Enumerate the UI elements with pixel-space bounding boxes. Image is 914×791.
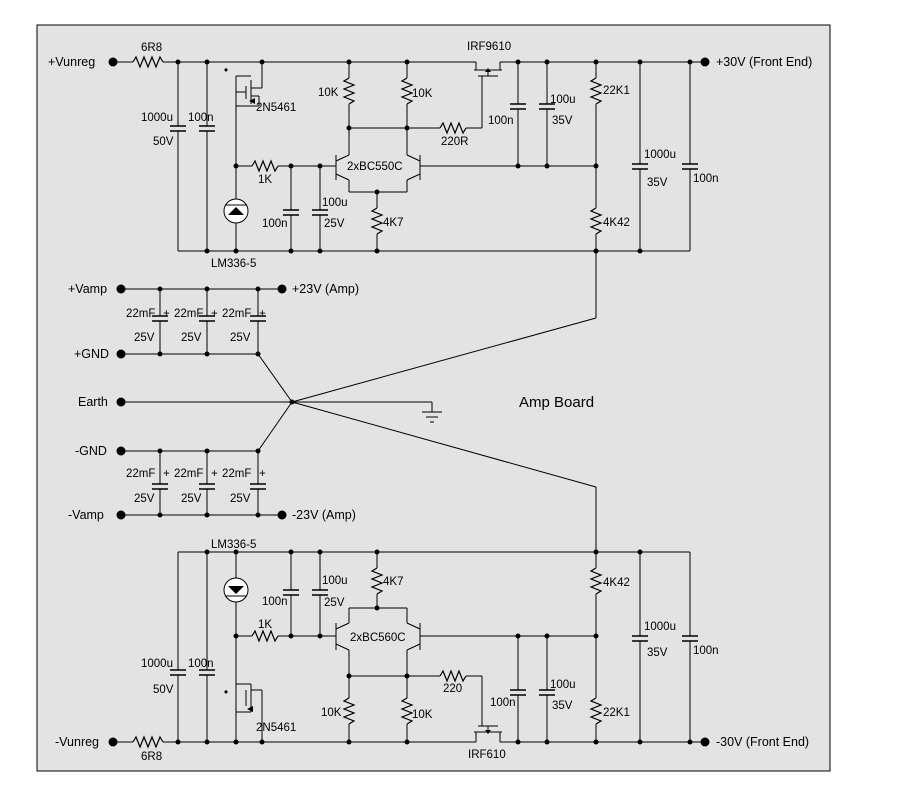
label-b-c-out-voltage: 35V (552, 700, 573, 712)
amp-cap-neg-2-voltage: 25V (181, 493, 202, 505)
label-c-out-voltage: 35V (552, 115, 573, 127)
label-b-c-big-voltage: 35V (647, 647, 668, 659)
terminal-gnd-neg (116, 446, 126, 456)
amp-cap-neg-1-value: 22mF (126, 468, 155, 480)
label-amp-pos: +23V (Amp) (292, 282, 359, 296)
label-b-r-tail: 4K7 (383, 576, 403, 588)
terminal-vunreg-pos (108, 57, 118, 67)
label-b-jfet-dot: • (224, 687, 228, 699)
amp-cap-neg-3-voltage: 25V (230, 493, 251, 505)
label-r-load-left: 10K (318, 87, 339, 99)
terminal-earth (116, 397, 126, 407)
label-r-fb-bottom: 4K42 (603, 217, 630, 229)
label-pair: 2xBC550C (347, 161, 403, 173)
top-regulator: +Vunreg +30V (Front End) 6R8 1000u 50V 1… (48, 41, 812, 318)
label-b-c-ref-value: 100u (322, 575, 348, 587)
label-b-r-fb-bottom: 22K1 (603, 707, 630, 719)
terminal-front-end-pos (700, 57, 710, 67)
amp-cap-neg-1-voltage: 25V (134, 493, 155, 505)
label-jfet-dot: • (224, 65, 228, 77)
amp-cap-neg-2-value: 22mF (174, 468, 203, 480)
label-b-r-load-left: 10K (321, 707, 342, 719)
amp-cap-neg-1-plus: + (163, 468, 170, 480)
label-c-bulk-voltage: 50V (153, 136, 174, 148)
label-c-ref-value: 100u (322, 197, 348, 209)
label-b-c-bulk-bypass: 100n (188, 658, 214, 670)
label-b-r-ref: 1K (258, 619, 272, 631)
amp-cap-pos-3-value: 22mF (222, 308, 251, 320)
amp-cap-pos-1-plus: + (163, 308, 170, 320)
amp-cap-pos-2-voltage: 25V (181, 332, 202, 344)
terminal-amp-pos (277, 284, 287, 294)
amp-cap-pos-1-voltage: 25V (134, 332, 155, 344)
label-b-jfet: 2N5461 (256, 722, 296, 734)
label-gnd-pos: +GND (74, 347, 109, 361)
label-b-r-load-right: 10K (412, 709, 433, 721)
terminal-gnd-pos (116, 349, 126, 359)
label-earth: Earth (78, 395, 108, 409)
label-b-c-ref-voltage: 25V (324, 597, 345, 609)
label-c-big-voltage: 35V (647, 177, 668, 189)
label-c-bulk-value: 1000u (141, 112, 173, 124)
label-b-c-out-value: 100u (550, 679, 576, 691)
label-c-out-value: 100u (550, 94, 576, 106)
label-b-r-input: 6R8 (141, 751, 162, 763)
label-b-mosfet: IRF610 (468, 749, 506, 761)
board-title: Amp Board (519, 394, 594, 411)
amp-cap-pos-2-value: 22mF (174, 308, 203, 320)
label-r-input: 6R8 (141, 42, 162, 54)
amp-cap-neg-2-plus: + (211, 468, 218, 480)
label-b-pair: 2xBC560C (350, 632, 406, 644)
label-vunreg-neg: -Vunreg (55, 735, 99, 749)
label-mosfet: IRF9610 (467, 41, 511, 53)
label-c-big-value: 1000u (644, 149, 676, 161)
bottom-regulator: -Vunreg -30V (Front End) LM336-5 100n 10… (55, 487, 809, 763)
label-amp-neg: -23V (Amp) (292, 508, 356, 522)
label-b-c-bulk-value: 1000u (141, 658, 173, 670)
label-front-end-neg: -30V (Front End) (716, 735, 809, 749)
amp-cap-pos-3-voltage: 25V (230, 332, 251, 344)
amp-cap-pos-2-plus: + (211, 308, 218, 320)
label-c-out-small: 100n (488, 115, 514, 127)
amp-cap-pos-3-plus: + (259, 308, 266, 320)
label-c-big-bypass: 100n (693, 173, 719, 185)
amp-cap-pos-1-value: 22mF (126, 308, 155, 320)
label-r-tail: 4K7 (383, 217, 403, 229)
label-reference: LM336-5 (211, 258, 256, 270)
amp-supply-section: +Vamp +23V (Amp) +GND Earth -GND -Vamp -… (68, 282, 597, 522)
label-vamp-neg: -Vamp (68, 508, 104, 522)
label-b-c-big-value: 1000u (644, 621, 676, 633)
label-c-bulk-bypass: 100n (188, 112, 214, 124)
terminal-vamp-neg (116, 510, 126, 520)
label-front-end-pos: +30V (Front End) (716, 55, 812, 69)
schematic-panel (36, 24, 831, 772)
terminal-vunreg-neg (108, 737, 118, 747)
label-b-r-fb-top: 4K42 (603, 577, 630, 589)
label-b-reference: LM336-5 (211, 539, 256, 551)
label-vunreg-pos: +Vunreg (48, 55, 95, 69)
amp-cap-neg-3-plus: + (259, 468, 266, 480)
label-b-c-bulk-voltage: 50V (153, 684, 174, 696)
label-vamp-pos: +Vamp (68, 282, 107, 296)
label-r-gate: 220R (441, 136, 469, 148)
label-b-c-ref-small: 100n (262, 596, 288, 608)
terminal-amp-neg (277, 510, 287, 520)
amp-cap-neg-3-value: 22mF (222, 468, 251, 480)
terminal-front-end-neg (700, 737, 710, 747)
label-r-fb-top: 22K1 (603, 85, 630, 97)
label-r-load-right: 10K (412, 88, 433, 100)
terminal-vamp-pos (116, 284, 126, 294)
label-b-c-out-small: 100n (490, 697, 516, 709)
label-b-c-big-bypass: 100n (693, 645, 719, 657)
label-c-ref-voltage: 25V (324, 218, 345, 230)
label-gnd-neg: -GND (75, 444, 107, 458)
label-b-r-gate: 220 (443, 683, 462, 695)
label-jfet: 2N5461 (256, 102, 296, 114)
label-r-ref: 1K (258, 174, 272, 186)
label-c-ref-small: 100n (262, 218, 288, 230)
